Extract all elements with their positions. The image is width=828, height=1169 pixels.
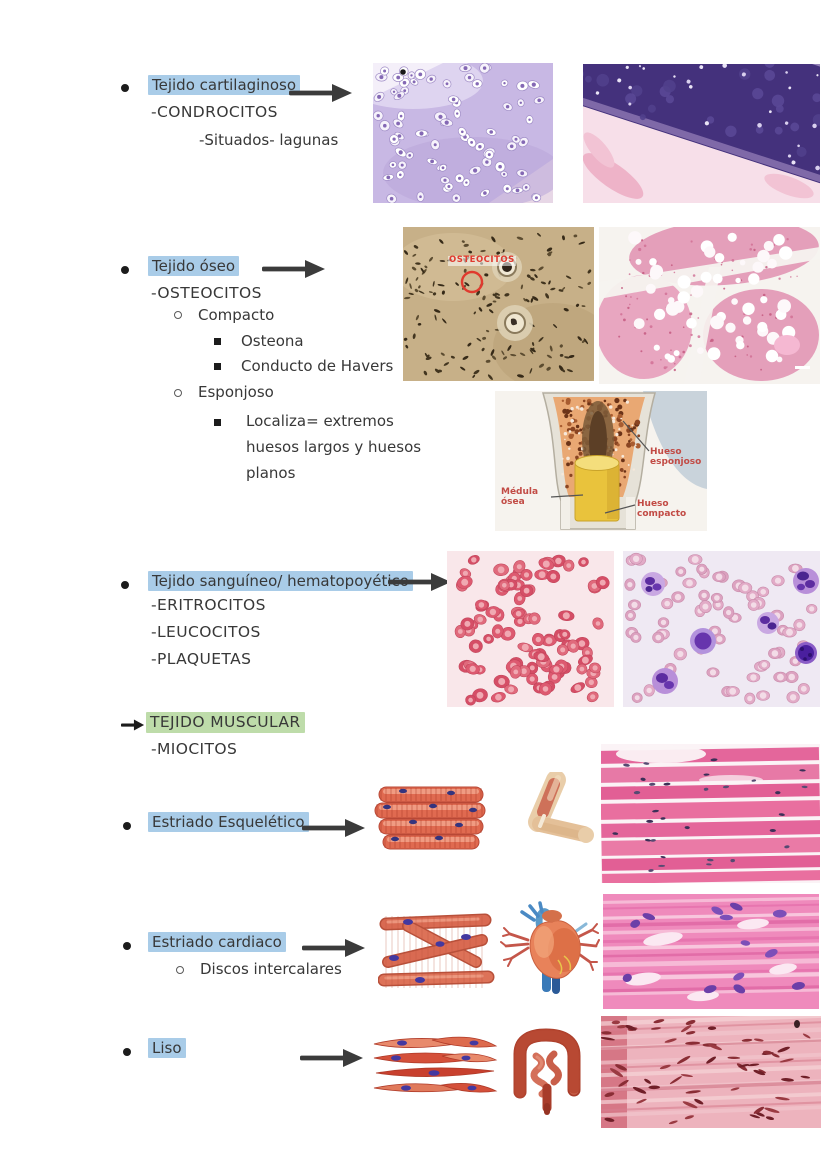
right-arrow-icon	[289, 83, 353, 103]
section-title-esqueletico: Estriado Esquelético	[148, 812, 309, 832]
oseo-localiza-3: planos	[246, 464, 296, 482]
skeletal-muscle-fibers-illustration	[374, 786, 486, 850]
cardiaco-discos: Discos intercalares	[200, 960, 342, 978]
cartilaginoso-situados: -Situados- lagunas	[199, 131, 339, 149]
section-title-liso: Liso	[148, 1038, 186, 1058]
smooth-muscle-histology-image	[601, 1016, 821, 1128]
intestine-illustration	[513, 1028, 581, 1115]
oseo-havers: Conducto de Havers	[241, 357, 394, 375]
fiber-nuclei	[383, 788, 477, 842]
right-arrow-icon	[302, 938, 366, 958]
label-hueso-esponjoso: Hueso esponjoso	[650, 447, 702, 468]
right-arrow-icon	[300, 1048, 364, 1068]
osteocitos-annotation-label: OSTEOCITOS	[448, 255, 516, 266]
oseo-compacto: Compacto	[198, 306, 275, 324]
bullet-disc	[123, 942, 131, 950]
section-title-cardiaco: Estriado cardiaco	[148, 932, 286, 952]
label-hueso-compacto: Hueso compacto	[637, 499, 687, 520]
muscular-miocitos: -MIOCITOS	[151, 740, 238, 758]
smooth-cell-nuclei	[391, 1040, 479, 1091]
diagram-pointer-line	[604, 504, 636, 514]
arm-flexion-illustration	[528, 772, 594, 843]
arrow-bullet-icon	[121, 717, 145, 731]
right-arrow-icon	[388, 572, 452, 592]
skeletal-muscle-histology-image	[601, 744, 820, 883]
bullet-square	[214, 338, 221, 345]
leukocytes	[641, 568, 819, 694]
erythrocytes-histology-image	[447, 551, 614, 707]
bullet-disc	[123, 1048, 131, 1056]
cartilaginoso-condrocitos: -CONDROCITOS	[151, 103, 278, 121]
blood-smear-histology-image	[623, 551, 820, 707]
bullet-square	[214, 363, 221, 370]
diagram-pointer-line	[622, 420, 650, 452]
section-title-sanguineo: Tejido sanguíneo/ hematopoyético	[148, 571, 413, 591]
oseo-osteona: Osteona	[241, 332, 304, 350]
right-arrow-icon	[302, 818, 366, 838]
bullet-circle	[174, 389, 182, 397]
cartilage-histology-image-2	[583, 64, 820, 203]
bullet-disc	[121, 84, 129, 92]
bone-anatomy-diagram: Hueso esponjoso Médula ósea Hueso compac…	[495, 391, 707, 531]
diagram-pointer-line	[550, 494, 584, 498]
heart-illustration	[500, 901, 600, 994]
bullet-disc	[121, 266, 129, 274]
bullet-square	[214, 419, 221, 426]
section-title-muscular: TEJIDO MUSCULAR	[146, 712, 305, 733]
oseo-localiza-2: huesos largos y huesos	[246, 438, 422, 456]
cartilage-histology-image-1	[373, 63, 553, 203]
sanguineo-leucocitos: -LEUCOCITOS	[151, 623, 261, 641]
section-title-oseo: Tejido óseo	[148, 256, 240, 276]
section-title-cartilaginoso: Tejido cartilaginoso	[148, 75, 301, 95]
right-arrow-icon	[262, 259, 326, 279]
oseo-osteocitos: -OSTEOCITOS	[151, 284, 262, 302]
compact-bone-histology-image: OSTEOCITOS	[403, 227, 594, 381]
label-medula-osea: Médula ósea	[501, 487, 539, 508]
red-circle-annotation	[460, 270, 484, 294]
smooth-muscle-cells-illustration	[373, 1036, 498, 1093]
cardiac-muscle-histology-image	[603, 894, 819, 1009]
cardiac-nuclei	[389, 919, 471, 983]
sanguineo-eritrocitos: -ERITROCITOS	[151, 596, 266, 614]
sanguineo-plaquetas: -PLAQUETAS	[151, 650, 252, 668]
bullet-disc	[123, 822, 131, 830]
bullet-disc	[121, 581, 129, 589]
oseo-esponjoso: Esponjoso	[198, 383, 274, 401]
spongy-bone-histology-image	[599, 227, 820, 384]
bullet-circle	[174, 311, 182, 319]
bullet-circle	[176, 966, 184, 974]
oseo-localiza-1: Localiza= extremos	[246, 412, 394, 430]
cardiac-muscle-cells-illustration	[378, 913, 495, 988]
